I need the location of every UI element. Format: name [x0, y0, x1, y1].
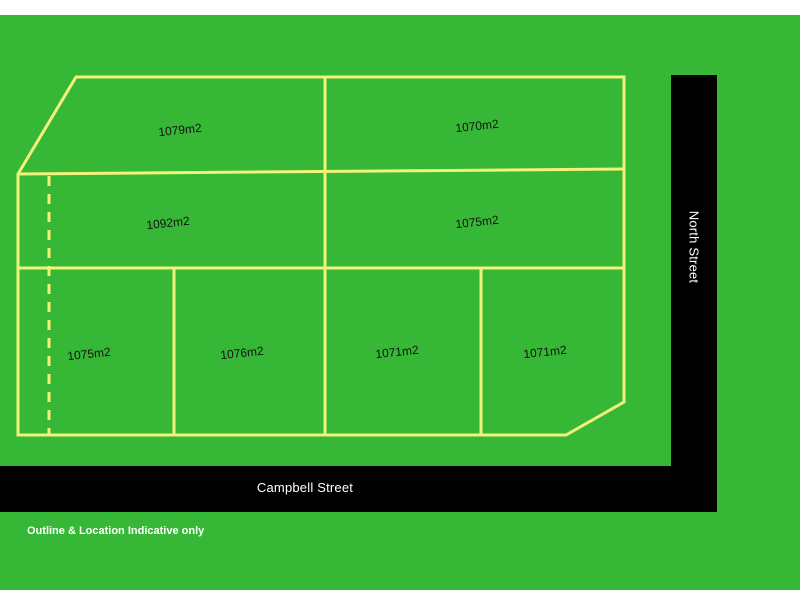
campbell-street-road: [0, 466, 717, 512]
disclaimer-note: Outline & Location Indicative only: [27, 525, 205, 537]
campbell-street-label: Campbell Street: [256, 480, 354, 495]
north-street-road: [671, 75, 717, 512]
site-outline: [16, 75, 626, 437]
boundary-line: [17, 167, 625, 176]
